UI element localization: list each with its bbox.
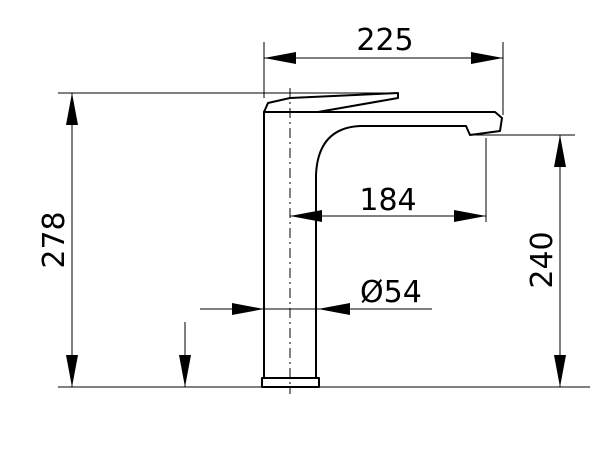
dimension-278: 278 — [37, 92, 590, 388]
faucet-outline — [261, 92, 503, 388]
lever-handle — [263, 92, 399, 113]
arrowhead — [471, 52, 503, 64]
arrowhead — [264, 52, 296, 64]
arrowhead — [554, 355, 566, 387]
arrowhead — [454, 210, 486, 222]
spout — [263, 111, 503, 379]
base-marker — [179, 322, 191, 387]
arrowhead — [232, 303, 264, 315]
dimension-label-225: 225 — [356, 23, 413, 58]
dimension-label-184: 184 — [359, 183, 416, 218]
arrowhead — [290, 210, 322, 222]
dimension-240: 240 — [470, 134, 575, 387]
arrowhead — [318, 303, 350, 315]
arrowhead — [554, 135, 566, 167]
dimension-label-278: 278 — [37, 211, 72, 268]
dimension-diameter-54: Ø54 — [200, 275, 432, 315]
dimension-225: 225 — [263, 23, 504, 115]
arrowhead — [66, 93, 78, 125]
dimension-184: 184 — [290, 138, 487, 222]
arrowhead — [66, 355, 78, 387]
dimension-label-240: 240 — [525, 231, 560, 288]
arrowhead — [179, 355, 191, 387]
dimension-label-diameter: Ø54 — [360, 275, 422, 310]
